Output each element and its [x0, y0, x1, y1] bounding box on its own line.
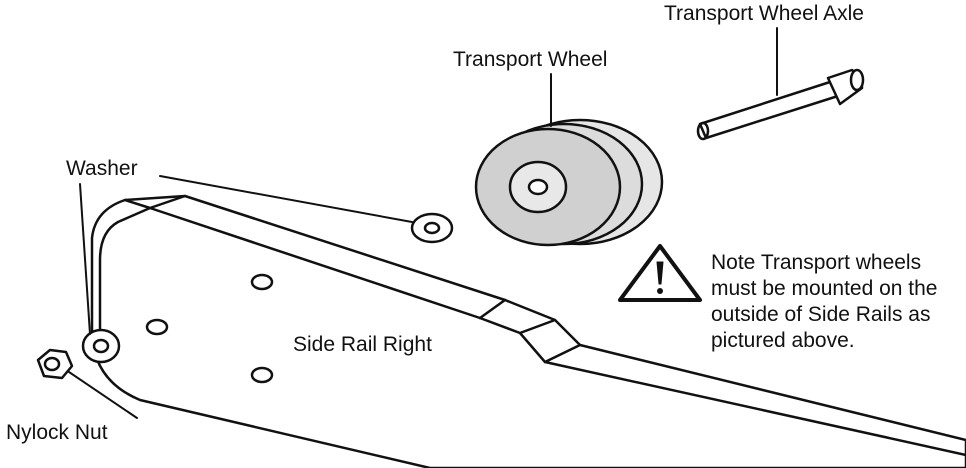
- rail-hole-lower: [250, 366, 274, 384]
- axle-label: Transport Wheel Axle: [664, 2, 864, 25]
- warning-triangle-icon: [618, 244, 702, 302]
- wheel-part: [474, 118, 664, 247]
- nylock-nut: [36, 348, 74, 380]
- wheel-label: Transport Wheel: [453, 48, 608, 71]
- washer-label: Washer: [66, 157, 138, 180]
- rail-hole-upper: [250, 273, 274, 291]
- axle-part: [696, 68, 865, 141]
- mounting-note: Note Transport wheels must be mounted on…: [711, 250, 961, 354]
- note-line: pictured above.: [711, 329, 855, 352]
- nylock-nut-label: Nylock Nut: [6, 421, 108, 444]
- note-line: Note Transport wheels: [711, 251, 922, 274]
- washer-upper: [410, 212, 454, 244]
- side-rail-label: Side Rail Right: [293, 333, 432, 356]
- washer-lower: [81, 328, 121, 364]
- rail-hole-middle: [145, 318, 169, 336]
- note-line: outside of Side Rails as: [711, 303, 931, 326]
- note-line: must be mounted on the: [711, 277, 938, 300]
- leader-lines: [68, 27, 778, 419]
